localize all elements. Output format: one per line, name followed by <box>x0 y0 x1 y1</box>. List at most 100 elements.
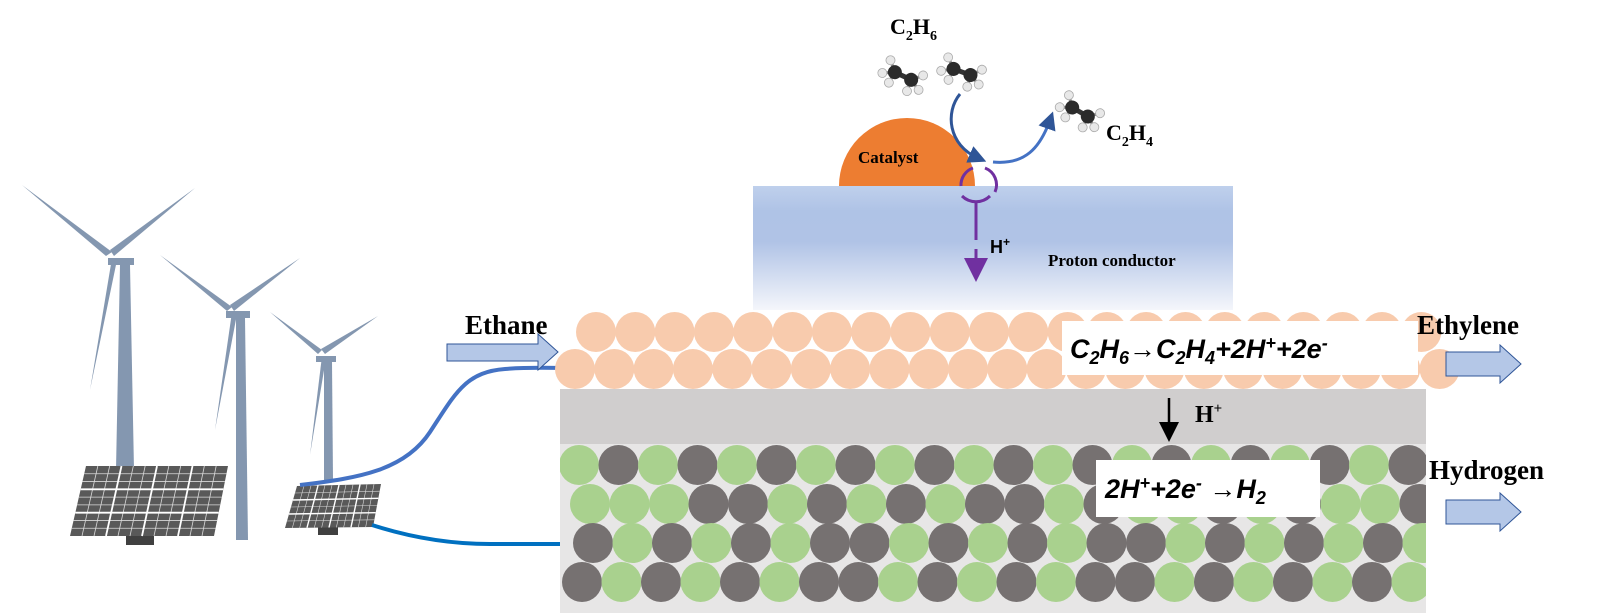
cathode-particle-green <box>570 484 610 524</box>
desorption-arrow <box>992 111 1056 164</box>
cathode-particle-green <box>954 445 994 485</box>
cathode-particle-gray <box>677 445 718 485</box>
anode-particle <box>751 349 792 389</box>
catalyst-label: Catalyst <box>858 148 919 167</box>
cathode-particle-gray <box>1126 523 1166 563</box>
cathode-particle-gray <box>720 562 760 602</box>
anode-particle <box>712 349 753 389</box>
cathode-particle-gray <box>728 484 768 524</box>
cathode-particle-gray <box>799 562 839 602</box>
anode-particle <box>594 349 635 389</box>
carbon-atom <box>904 72 919 87</box>
ethylene-label: Ethylene <box>1417 310 1519 340</box>
ethylene-molecule-icon <box>1054 90 1105 133</box>
cathode-particle-gray <box>1273 562 1313 602</box>
cathode-particle-gray <box>965 484 1005 524</box>
cathode-particle-green <box>957 562 997 602</box>
cathode-particle-green <box>1323 523 1364 563</box>
wind-turbine-icon <box>270 312 378 480</box>
cathode-particle-gray <box>688 484 729 524</box>
hydrogen-atom <box>1077 122 1088 133</box>
anode-particle <box>733 312 774 352</box>
solar-panels <box>70 465 381 545</box>
cathode-particle-gray <box>1284 523 1324 563</box>
cathode-particle-gray <box>1086 523 1127 563</box>
cathode-particle-green <box>968 523 1008 563</box>
cathode-particle-green <box>717 445 757 485</box>
wire-to-anode <box>299 365 569 487</box>
cathode-particle-green <box>925 484 966 524</box>
cathode-particle-green <box>796 445 836 485</box>
cathode-particle-green <box>1033 445 1073 485</box>
cathode-particle-gray <box>810 523 850 563</box>
proton-label-mid: H+ <box>1195 401 1222 428</box>
cathode-particle-gray <box>835 445 876 485</box>
anode-particle <box>772 312 813 352</box>
cathode-particle-gray <box>807 484 847 524</box>
cathode-particle-green <box>649 484 689 524</box>
ethane-label: Ethane <box>465 310 548 340</box>
cathode-particle-gray <box>562 562 602 602</box>
ethane-formula-label: C2H6 <box>890 14 937 44</box>
cathode-reaction-text: 2H++2e- →H2 <box>1104 473 1266 508</box>
solar-panel-icon <box>70 465 228 545</box>
cathode-particle-green <box>1320 484 1361 524</box>
cathode-particle-green <box>875 445 915 485</box>
anode-particle <box>811 312 852 352</box>
cathode-particle-green <box>770 523 811 563</box>
catalyst-particle <box>839 118 975 186</box>
anode-particle <box>969 312 1009 352</box>
cathode-particle-green <box>1233 562 1274 602</box>
cathode-particle-green <box>767 484 808 524</box>
cathode-particle-gray <box>1115 562 1155 602</box>
cathode-particle-gray <box>928 523 969 563</box>
hydrogen-label: Hydrogen <box>1429 455 1544 485</box>
carbon-atom <box>1080 109 1095 124</box>
hydrogen-atom <box>943 74 954 85</box>
cathode-particle-green <box>1044 484 1084 524</box>
cathode-particle-gray <box>573 523 613 563</box>
hydrogen-atom <box>1089 122 1100 133</box>
hydrogen-atom <box>977 64 987 75</box>
hydrogen-atom <box>902 86 912 97</box>
anode-particle <box>869 349 910 389</box>
anode-particle <box>1008 312 1049 352</box>
proton-path <box>959 166 998 282</box>
cathode-particle-green <box>1360 484 1400 524</box>
cathode-particle-green <box>601 562 642 602</box>
cathode-particle-green <box>1165 523 1206 563</box>
anode-particle <box>555 349 595 389</box>
hydrogen-atom <box>1060 112 1071 123</box>
wire-to-cathode <box>371 523 567 546</box>
cathode-particle-gray <box>914 445 955 485</box>
hydrogen-atom <box>962 81 973 92</box>
hydrogen-atom <box>1095 108 1105 119</box>
cathode-particle-gray <box>838 562 879 602</box>
ethane-inlet-arrow <box>446 332 559 372</box>
ethane-molecule-icon <box>877 55 929 97</box>
cathode-particle-green <box>1349 445 1389 485</box>
cathode-particle-gray <box>1007 523 1048 563</box>
anode-particle <box>948 349 988 389</box>
adsorption-arrow <box>949 93 987 163</box>
hydrogen-atom <box>943 52 954 63</box>
hydrogen-atom <box>918 70 929 81</box>
wind-turbine-icon <box>22 185 195 470</box>
anode-particle <box>672 349 713 389</box>
ethane-molecule-icon <box>936 52 987 92</box>
cathode-particle-gray <box>1075 562 1116 602</box>
anode-particle <box>851 312 892 352</box>
carbon-atom <box>963 68 978 83</box>
cathode-particle-green <box>846 484 887 524</box>
cathode-particle-gray <box>886 484 926 524</box>
cathode-particle-gray <box>1399 484 1426 524</box>
hydrogen-atom <box>1054 102 1065 113</box>
wind-turbine-icon <box>160 255 300 540</box>
cathode-particle-green <box>638 445 678 485</box>
cathode-particle-gray <box>1205 523 1245 563</box>
hydrogen-atom <box>913 84 924 95</box>
cathode-particle-gray <box>993 445 1034 485</box>
cathode-reaction-box <box>1096 460 1320 517</box>
hydrogen-atom <box>883 77 894 88</box>
